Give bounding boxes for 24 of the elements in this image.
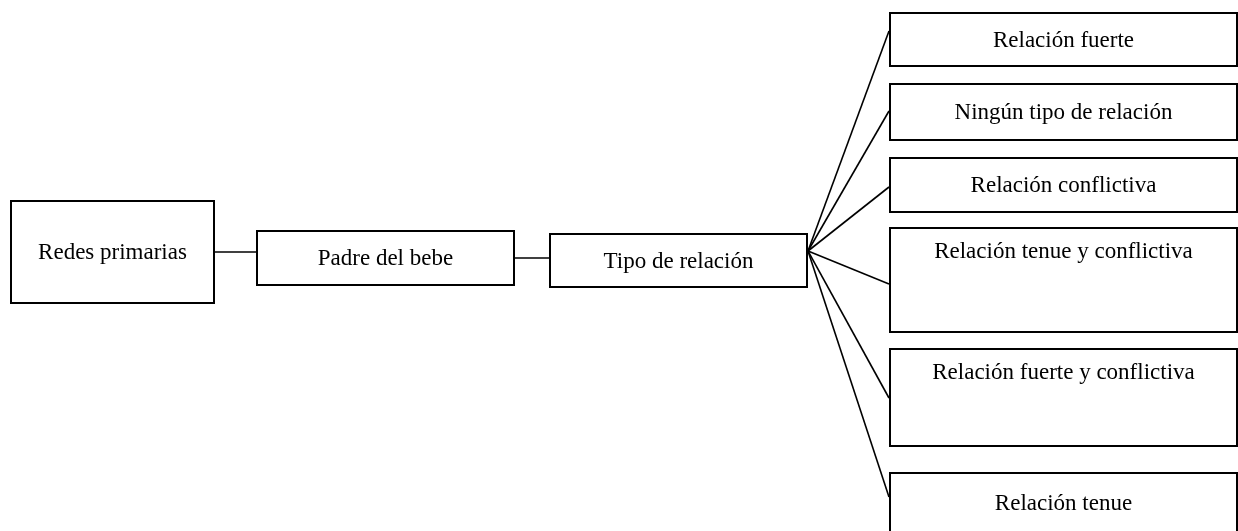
text-box — [256, 230, 515, 286]
box-label: Relación fuerte y conflictiva — [932, 358, 1195, 386]
connector-line — [807, 110, 890, 252]
box-label: Padre del bebe — [317, 244, 454, 272]
box-label: Relación fuerte — [992, 25, 1135, 54]
box-label: Ningún tipo de relación — [954, 98, 1173, 126]
box-label: Relación tenue y conflictiva — [934, 237, 1193, 265]
connector-line — [807, 250, 890, 285]
box-label: Tipo de relación — [603, 246, 754, 275]
box-label: Redes primarias — [38, 238, 187, 266]
text-box — [889, 348, 1238, 447]
text-box — [889, 12, 1238, 67]
connector-line — [807, 186, 890, 252]
text-box — [889, 157, 1238, 213]
connector-line — [214, 251, 257, 253]
text-box — [549, 233, 808, 288]
text-box — [889, 227, 1238, 333]
connector-line — [807, 250, 890, 399]
text-box — [889, 83, 1238, 141]
box-label: Relación tenue — [994, 489, 1133, 517]
connector-line — [514, 257, 550, 259]
text-box — [10, 200, 215, 304]
text-box — [889, 472, 1238, 531]
box-label: Relación conflictiva — [970, 171, 1157, 199]
